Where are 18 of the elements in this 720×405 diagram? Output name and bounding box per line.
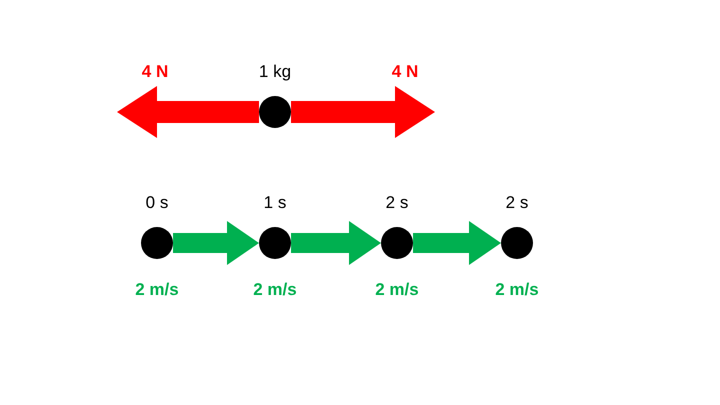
time-label: 1 s xyxy=(264,193,286,213)
velocity-label: 2 m/s xyxy=(135,280,179,300)
ball xyxy=(259,96,291,128)
ball xyxy=(501,227,533,259)
velocity-label: 2 m/s xyxy=(495,280,539,300)
ball xyxy=(141,227,173,259)
arrow xyxy=(173,221,259,265)
velocity-label: 2 m/s xyxy=(375,280,419,300)
time-label: 0 s xyxy=(146,193,168,213)
time-label: 2 s xyxy=(506,193,528,213)
force-label: 4 N xyxy=(142,62,168,82)
ball xyxy=(381,227,413,259)
velocity-label: 2 m/s xyxy=(253,280,297,300)
mass-label: 1 kg xyxy=(258,62,292,82)
force-label: 4 N xyxy=(392,62,418,82)
ball xyxy=(259,227,291,259)
time-label: 2 s xyxy=(386,193,408,213)
arrow xyxy=(291,221,381,265)
